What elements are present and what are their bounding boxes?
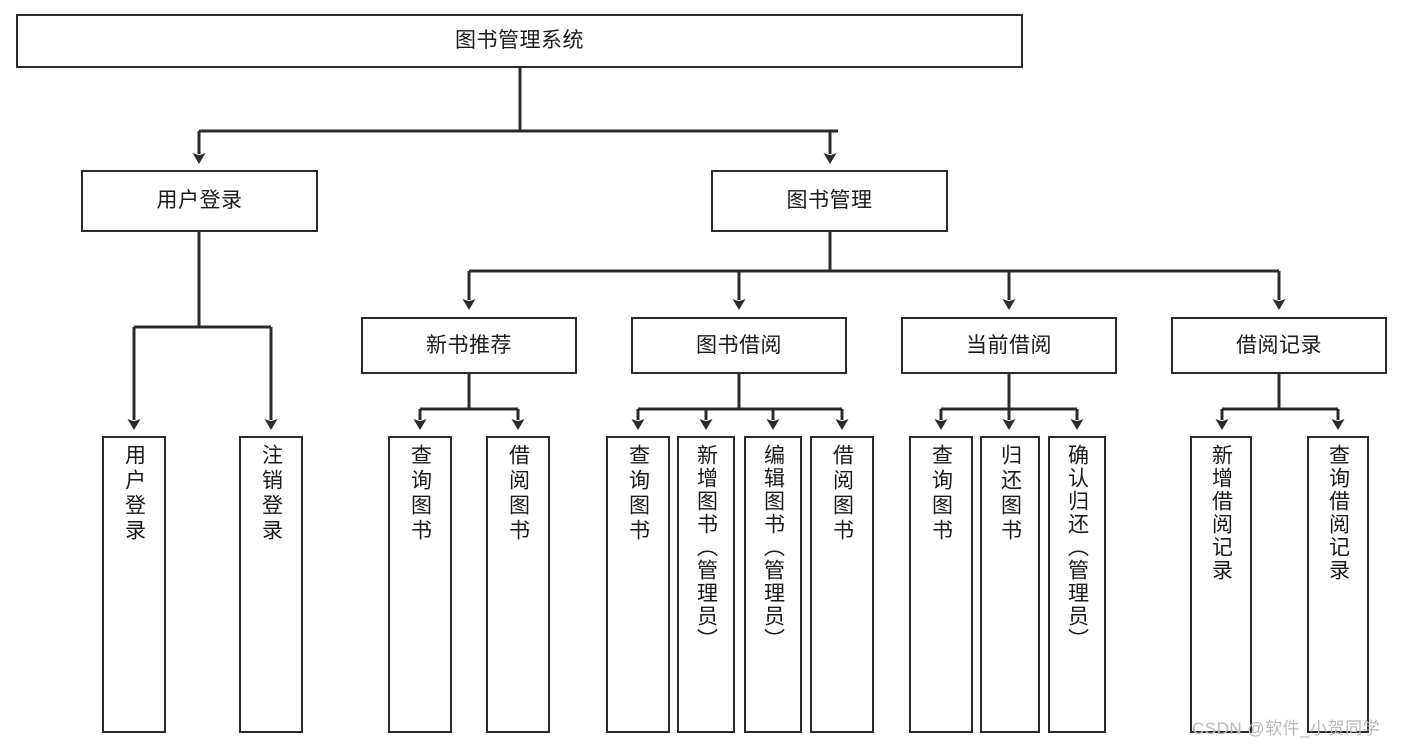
node-borrow-record[interactable]: 借阅记录	[1171, 317, 1387, 374]
node-current-borrow[interactable]: 当前借阅	[901, 317, 1117, 374]
node-label: 归还图书	[998, 444, 1022, 544]
node-label: 新增借阅记录	[1209, 444, 1233, 582]
leaf-new-book-query[interactable]: 查询图书	[388, 436, 452, 733]
node-label: 图书借阅	[696, 333, 782, 357]
csdn-watermark: CSDN @软件_小贺同学	[1192, 719, 1381, 738]
node-label: 当前借阅	[966, 333, 1052, 357]
node-root-system[interactable]: 图书管理系统	[16, 14, 1023, 68]
node-label: 查询图书	[408, 444, 432, 544]
leaf-new-book-borrow[interactable]: 借阅图书	[486, 436, 550, 733]
node-user-login[interactable]: 用户登录	[81, 170, 318, 232]
node-label: 图书管理系统	[455, 29, 584, 53]
node-book-management[interactable]: 图书管理	[711, 170, 948, 232]
leaf-current-return-book[interactable]: 归还图书	[980, 436, 1040, 733]
leaf-borrow-edit-book-admin[interactable]: 编辑图书（管理员）	[744, 436, 802, 733]
node-label: 编辑图书（管理员）	[761, 444, 785, 651]
node-label: 确认归还（管理员）	[1065, 444, 1089, 651]
leaf-borrow-borrow-book[interactable]: 借阅图书	[810, 436, 874, 733]
node-label: 查询图书	[929, 444, 953, 544]
node-new-book-recommend[interactable]: 新书推荐	[361, 317, 577, 374]
node-label: 用户登录	[122, 444, 146, 544]
node-label: 借阅图书	[506, 444, 530, 544]
leaf-user-login-login[interactable]: 用户登录	[102, 436, 166, 733]
leaf-borrow-add-book-admin[interactable]: 新增图书（管理员）	[677, 436, 735, 733]
leaf-current-confirm-return-admin[interactable]: 确认归还（管理员）	[1048, 436, 1106, 733]
leaf-borrow-query-book[interactable]: 查询图书	[606, 436, 670, 733]
node-label: 图书管理	[786, 189, 873, 213]
node-label: 查询借阅记录	[1326, 444, 1350, 582]
leaf-user-login-logout[interactable]: 注销登录	[239, 436, 303, 733]
leaf-current-query-book[interactable]: 查询图书	[909, 436, 973, 733]
node-label: 借阅记录	[1236, 333, 1322, 357]
node-label: 用户登录	[156, 189, 243, 213]
node-label: 新增图书（管理员）	[694, 444, 718, 651]
node-label: 新书推荐	[426, 333, 512, 357]
leaf-record-add-record[interactable]: 新增借阅记录	[1190, 436, 1252, 733]
node-book-borrow[interactable]: 图书借阅	[631, 317, 847, 374]
node-label: 借阅图书	[830, 444, 854, 544]
node-label: 注销登录	[259, 444, 283, 544]
leaf-record-query-record[interactable]: 查询借阅记录	[1307, 436, 1369, 733]
node-label: 查询图书	[626, 444, 650, 544]
